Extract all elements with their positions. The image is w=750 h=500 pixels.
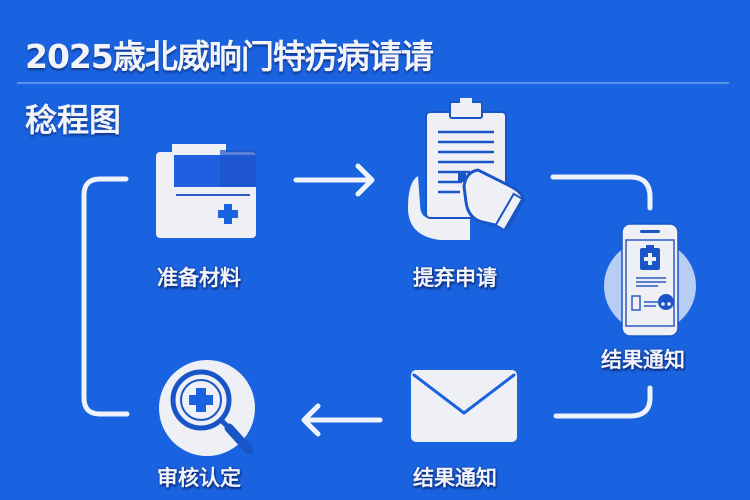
arrow-right-icon: [293, 163, 375, 197]
title-divider: [17, 82, 729, 84]
step-label-prepare-materials: 准备材料: [157, 266, 241, 290]
magnifier-medical-icon: [159, 360, 255, 456]
page-subtitle: 稔程图: [25, 101, 122, 139]
step-label-result-notice-mail: 结果通知: [413, 466, 497, 490]
page-title: 2025歳北威晌门特疠病请请: [25, 37, 434, 76]
arrow-left-icon: [301, 403, 383, 437]
folder-medical-icon: [156, 144, 256, 238]
phone-medical-icon: [604, 223, 696, 337]
clipboard-hand-icon: [408, 98, 526, 240]
step-label-result-notice-phone: 结果通知: [601, 348, 685, 372]
step-label-submit-application: 提弃申请: [413, 266, 497, 290]
envelope-icon: [411, 370, 517, 442]
step-label-review-approval: 审核认定: [157, 466, 241, 490]
